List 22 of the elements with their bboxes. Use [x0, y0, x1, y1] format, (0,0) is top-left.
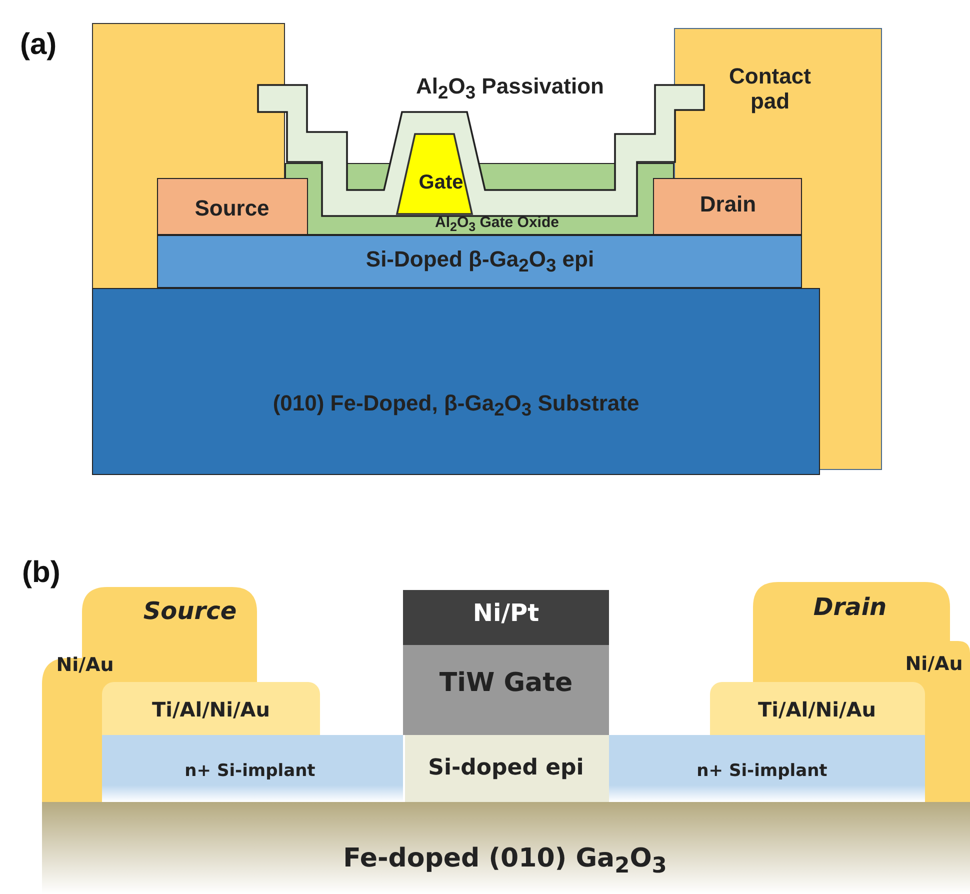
gate-label: TiW Gate: [439, 669, 573, 699]
source-label: Source: [143, 598, 237, 626]
gate-label: Gate: [418, 172, 464, 194]
drain-label: Drain: [813, 594, 887, 622]
region-label: Si-doped epi: [428, 755, 584, 781]
metal-label: Ti/Al/Ni/Au: [758, 698, 876, 722]
panel-label: (a): [20, 28, 57, 62]
substrate-label: Fe-doped (010) Ga$_{2}$O$_{3}$: [343, 844, 667, 880]
layer-label: (010) Fe-Doped, β-Ga$_{2}$O$_{3}$ Substrate: [272, 390, 640, 420]
metal-label: Ni/Pt: [472, 600, 540, 628]
metal-label: Ni/Au: [905, 654, 963, 676]
region-label: n+ Si-implant: [696, 762, 828, 782]
pad-label: Contact pad: [728, 64, 812, 114]
layer-label: Al$_{2}$O$_{3}$ Gate Oxide: [435, 214, 559, 234]
metal-label: Ni/Au: [56, 655, 114, 677]
metal-label: Ti/Al/Ni/Au: [152, 698, 270, 722]
layer-label: Al$_{2}$O$_{3}$ Passivation: [416, 73, 604, 103]
layer-label: Si-Doped β-Ga$_{2}$O$_{3}$ epi: [366, 246, 594, 276]
source-label: Source: [194, 195, 270, 221]
panel-label: (b): [22, 556, 60, 590]
region-label: n+ Si-implant: [184, 762, 316, 782]
drain-label: Drain: [700, 191, 756, 217]
